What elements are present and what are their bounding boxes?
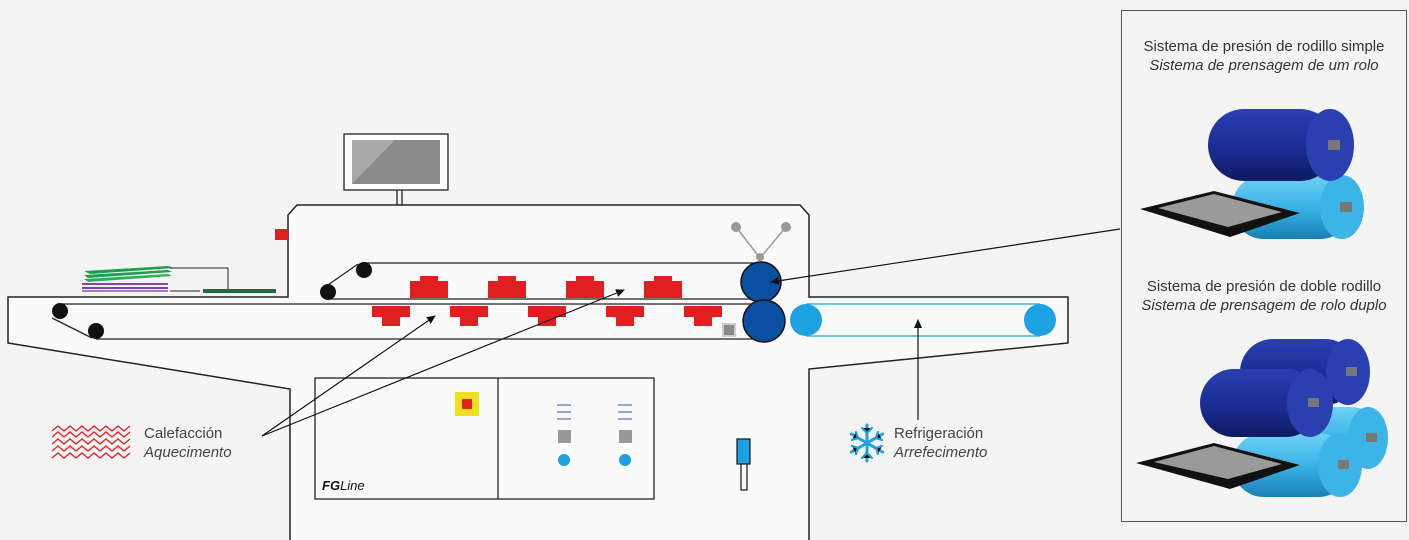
indicator-light (275, 229, 288, 240)
single-roller-caption: Sistema de presión de rodillo simple Sis… (1122, 37, 1406, 75)
cooling-conveyor (790, 303, 1056, 337)
control-cabinet: FGLine (314, 377, 655, 500)
machine-diagram: FGLine (7, 133, 1120, 540)
snowflake-icon (849, 423, 885, 463)
machine-housing (7, 204, 1069, 540)
pressure-rollers (731, 222, 791, 343)
single-roller-caption-es: Sistema de presión de rodillo simple (1143, 38, 1385, 55)
double-roller-caption-es: Sistema de presión de doble rodillo (1146, 278, 1382, 295)
heating-label-pt: Aquecimento (144, 444, 232, 461)
press-systems-panel: Sistema de presión de rodillo simple Sis… (1121, 10, 1407, 522)
cooling-label-pt: Arrefecimento (894, 444, 988, 461)
cooling-label-es: Refrigeración (894, 425, 984, 442)
heaters-upper (410, 276, 682, 298)
control-column-1 (557, 404, 571, 466)
lower-conveyor (51, 303, 762, 340)
arrows (261, 228, 1120, 437)
heating-label-es: Calefacción (144, 425, 223, 442)
control-column-2 (618, 404, 632, 466)
monitor (343, 133, 449, 205)
material-stack (82, 266, 276, 293)
double-roller-caption: Sistema de presión de doble rodillo Sist… (1122, 277, 1406, 315)
upper-conveyor (320, 262, 760, 300)
heating-label: Calefacción Aquecimento (144, 424, 232, 462)
double-roller-caption-pt: Sistema de prensagem de rolo duplo (1141, 297, 1387, 314)
double-roller-illustration (1136, 339, 1388, 497)
single-roller-illustration (1140, 109, 1364, 239)
cooling-label: Refrigeración Arrefecimento (894, 424, 987, 462)
brand-logo: FGLine (322, 478, 365, 493)
sensor (722, 323, 736, 337)
heaters-lower (372, 306, 722, 326)
foot-switch (736, 438, 751, 491)
heating-icon (51, 425, 131, 459)
single-roller-caption-pt: Sistema de prensagem de um rolo (1149, 57, 1379, 74)
